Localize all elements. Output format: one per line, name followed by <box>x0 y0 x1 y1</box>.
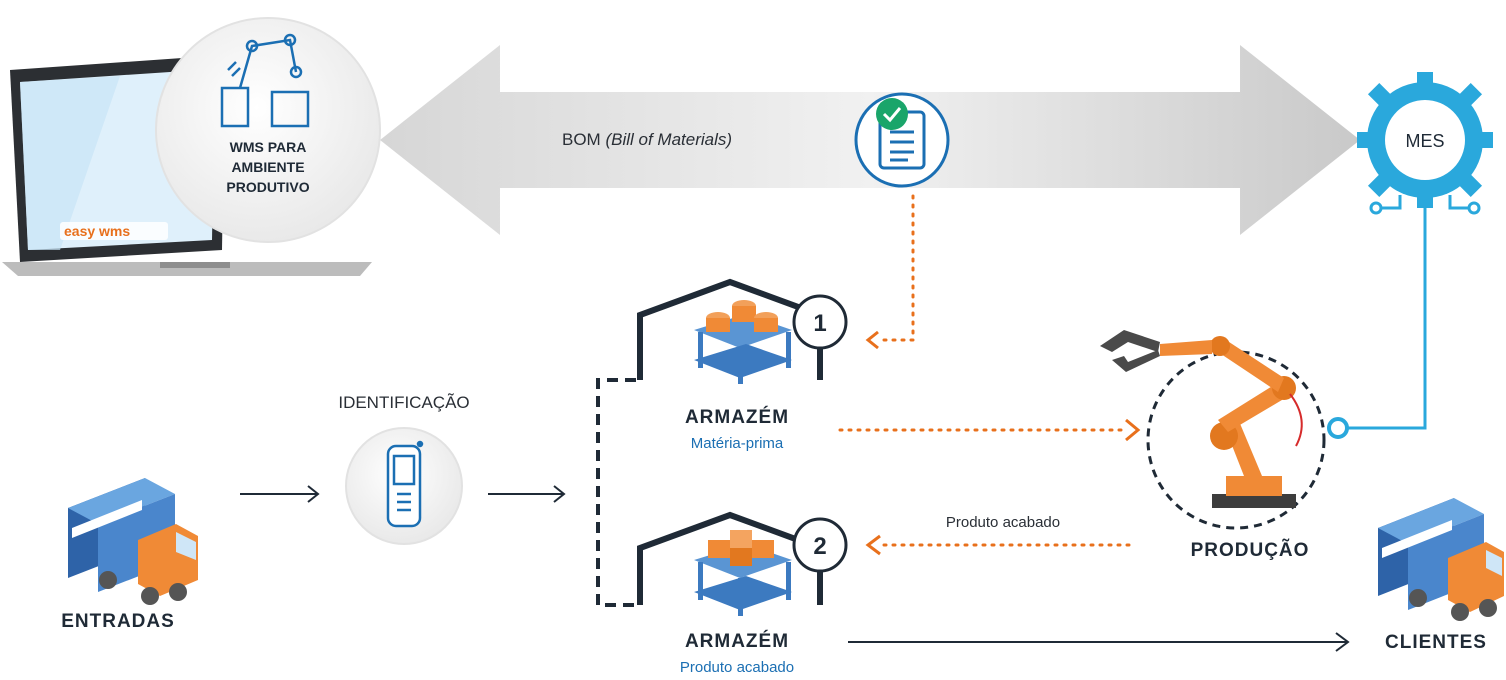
robot-factory-icon <box>220 33 310 128</box>
warehouse-2-title: ARMAZÉM <box>685 630 789 652</box>
wms-badge-line2: AMBIENTE <box>231 159 304 175</box>
arrowhead-warehouse-2-icon <box>865 534 881 556</box>
warehouse-2-number: 2 <box>813 533 826 560</box>
mes-gear-icon <box>1357 72 1493 208</box>
wms-badge-line3: PRODUTIVO <box>226 179 309 195</box>
incoming-truck-icon <box>68 478 198 605</box>
document-check-icon <box>854 92 950 188</box>
warehouse-to-clients-arrow <box>848 632 1350 652</box>
bom-to-warehouse-dotted-line <box>876 194 915 342</box>
identificacao-label: IDENTIFICAÇÃO <box>338 393 469 412</box>
mes-circuit-lines <box>1327 195 1481 439</box>
mes-label: MES <box>1405 131 1444 151</box>
production-dashed-circle <box>1146 350 1326 530</box>
arrowhead-warehouse-1-icon <box>865 330 879 350</box>
laptop-brand: easy wms <box>64 223 130 239</box>
clientes-label: CLIENTES <box>1385 632 1487 653</box>
wms-badge-circle <box>155 17 381 243</box>
warehouse-2-subtitle: Produto acabado <box>680 659 794 676</box>
robot-arm-icon <box>1100 330 1303 508</box>
bom-label: BOM (Bill of Materials) <box>562 130 732 149</box>
warehouse-bracket <box>596 378 636 607</box>
bom-label-italic: (Bill of Materials) <box>605 130 732 149</box>
warehouse-1-subtitle: Matéria-prima <box>691 435 784 452</box>
producao-label: PRODUÇÃO <box>1191 539 1310 561</box>
wms-badge-line1: WMS PARA <box>230 139 307 155</box>
handheld-scanner-icon <box>386 440 424 528</box>
warehouse-1-icon <box>637 278 848 384</box>
warehouse-2-icon <box>637 511 848 616</box>
produto-acabado-flow-label: Produto acabado <box>946 514 1060 531</box>
outgoing-truck-icon <box>1378 498 1504 621</box>
bom-label-prefix: BOM <box>562 130 605 149</box>
entry-flow-arrows <box>240 485 566 503</box>
warehouse-1-number: 1 <box>813 310 826 337</box>
warehouse-1-title: ARMAZÉM <box>685 406 789 428</box>
entradas-label: ENTRADAS <box>61 611 175 632</box>
arrowhead-production-icon <box>1125 418 1141 442</box>
